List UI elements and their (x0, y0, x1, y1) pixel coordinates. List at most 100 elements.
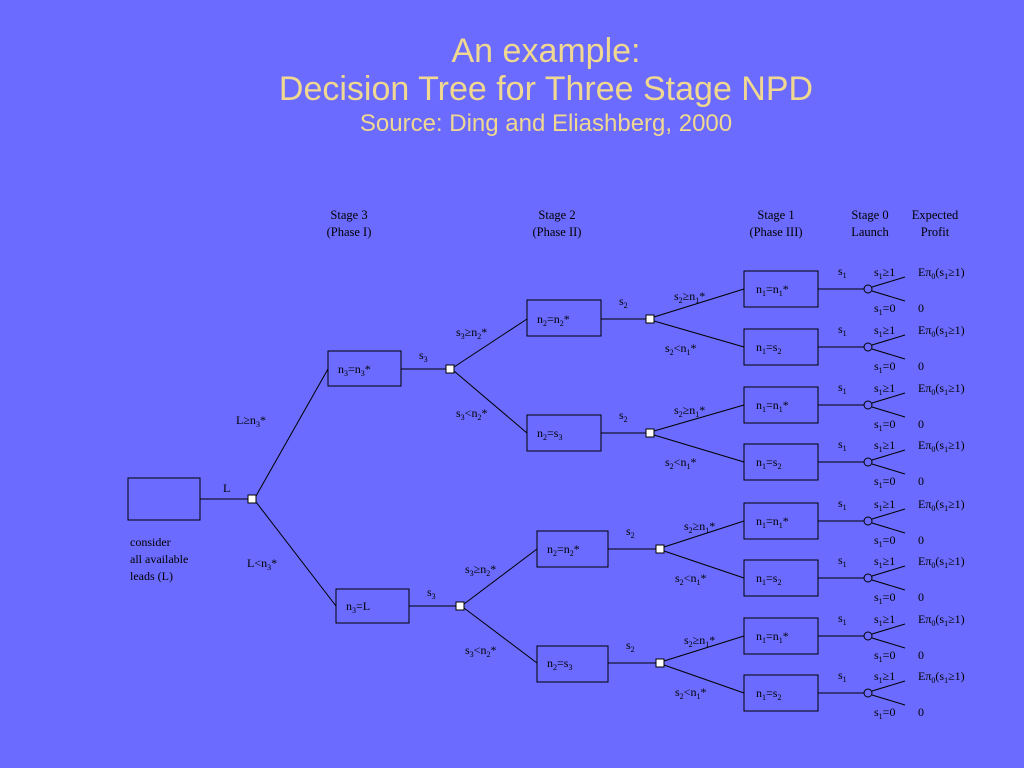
outcome-label-success: s1≥1 (874, 554, 895, 570)
stage2-decision-node (655, 658, 665, 668)
stage2-box-label: n2=s3 (537, 426, 562, 442)
stage1-box-label: n1=s2 (756, 571, 781, 587)
stage2-chance-label: s2 (619, 294, 628, 310)
stage1-chance-label: s1 (838, 496, 847, 512)
stage2-branch-label: s2<n1* (665, 341, 696, 357)
stage2-branch-label: s2≥n1* (674, 289, 705, 305)
launch-chance-node (863, 284, 873, 294)
l-branch-line (255, 501, 337, 607)
outcome-label-success: s1≥1 (874, 265, 895, 281)
root-label-line-2: leads (L) (130, 569, 173, 583)
stage-header-4-line2: Profit (921, 225, 950, 239)
outcome-branch-line (871, 565, 906, 577)
outcome-branch-line (871, 508, 906, 520)
outcome-branch-line (871, 334, 906, 346)
expected-profit-label: Eπ0(s1≥1) (918, 265, 965, 281)
outcome-label-failure: s1=0 (874, 359, 895, 375)
expected-profit-label: Eπ0(s1≥1) (918, 381, 965, 397)
launch-chance-node (863, 688, 873, 698)
stage2-branch-label: s2<n1* (675, 571, 706, 587)
stage-header-3-line1: Stage 0 (851, 208, 888, 222)
stage2-chance-label: s2 (619, 408, 628, 424)
stage3-chance-label: s3 (419, 348, 428, 364)
launch-chance-node (863, 342, 873, 352)
stage-header-1-line1: Stage 2 (538, 208, 575, 222)
outcome-branch-line (871, 449, 906, 461)
outcome-label-success: s1≥1 (874, 438, 895, 454)
outcome-label-failure: s1=0 (874, 474, 895, 490)
stage-header-0-line1: Stage 3 (330, 208, 367, 222)
stage1-chance-label: s1 (838, 264, 847, 280)
branch-line (663, 635, 745, 662)
expected-profit-label: Eπ0(s1≥1) (918, 612, 965, 628)
outcome-branch-line (871, 522, 906, 534)
outcome-label-success: s1≥1 (874, 497, 895, 513)
launch-chance-node (863, 631, 873, 641)
outcome-label-success: s1≥1 (874, 323, 895, 339)
stage2-chance-label: s2 (626, 638, 635, 654)
stage1-box-label: n1=n1* (756, 282, 789, 298)
l-branch-line (255, 368, 329, 497)
stage-header-1-line2: (Phase II) (533, 225, 582, 239)
expected-profit-label: Eπ0(s1≥1) (918, 438, 965, 454)
stage-header-4-line1: Expected (912, 208, 959, 222)
stage1-box-label: n1=n1* (756, 514, 789, 530)
outcome-branch-line (871, 623, 906, 635)
stage3-box-label: n3=n3* (338, 362, 371, 378)
outcome-label-success: s1≥1 (874, 669, 895, 685)
stage1-box-label: n1=n1* (756, 629, 789, 645)
outcome-branch-line (871, 637, 906, 649)
stage1-box-label: n1=s2 (756, 340, 781, 356)
root-label-line-0: consider (130, 535, 171, 549)
stage2-box-label: n2=n2* (537, 312, 570, 328)
l-branch-label-0: L≥n3* (236, 413, 266, 429)
stage3-decision-node (445, 364, 455, 374)
expected-profit-zero: 0 (918, 474, 924, 488)
branch-line (453, 370, 528, 434)
title-source: Source: Ding and Eliashberg, 2000 (359, 110, 733, 137)
launch-chance-node (863, 400, 873, 410)
expected-profit-zero: 0 (918, 705, 924, 719)
outcome-label-failure: s1=0 (874, 705, 895, 721)
stage2-branch-label: s2≥n1* (674, 403, 705, 419)
outcome-label-failure: s1=0 (874, 590, 895, 606)
stage3-branch-label: s3≥n2* (465, 562, 496, 578)
stage2-box (536, 645, 609, 683)
slide-title: An example: Decision Tree for Three Stag… (0, 32, 1024, 140)
launch-chance-node (863, 457, 873, 467)
expected-profit-zero: 0 (918, 301, 924, 315)
stage3-branch-label: s3<n2* (465, 643, 496, 659)
expected-profit-label: Eπ0(s1≥1) (918, 554, 965, 570)
outcome-branch-line (871, 579, 906, 591)
branch-line (463, 607, 538, 664)
outcome-label-failure: s1=0 (874, 417, 895, 433)
expected-profit-label: Eπ0(s1≥1) (918, 323, 965, 339)
stage1-chance-label: s1 (838, 553, 847, 569)
stage1-chance-label: s1 (838, 611, 847, 627)
outcome-branch-line (871, 463, 906, 475)
expected-profit-zero: 0 (918, 648, 924, 662)
outcome-branch-line (871, 680, 906, 692)
root-box (127, 477, 201, 521)
outcome-branch-line (871, 406, 906, 418)
launch-chance-node (863, 573, 873, 583)
outcome-branch-line (871, 694, 906, 706)
stage2-decision-node (655, 544, 665, 554)
stage2-branch-label: s2<n1* (665, 455, 696, 471)
stage3-decision-node (455, 601, 465, 611)
branch-line (653, 434, 745, 463)
stage3-branch-label: s3≥n2* (456, 325, 487, 341)
stage-header-0-line2: (Phase I) (327, 225, 372, 239)
title-line-1: An example: (451, 32, 641, 70)
outcome-label-failure: s1=0 (874, 533, 895, 549)
stage-header-2-line2: (Phase III) (749, 225, 802, 239)
branch-line (653, 404, 745, 432)
expected-profit-zero: 0 (918, 359, 924, 373)
stage1-box-label: n1=s2 (756, 686, 781, 702)
stage1-chance-label: s1 (838, 380, 847, 396)
outcome-branch-line (871, 290, 906, 302)
launch-chance-node (863, 516, 873, 526)
stage1-chance-label: s1 (838, 437, 847, 453)
stage-header-3-line2: Launch (851, 225, 889, 239)
title-line-2: Decision Tree for Three Stage NPD (278, 70, 814, 108)
